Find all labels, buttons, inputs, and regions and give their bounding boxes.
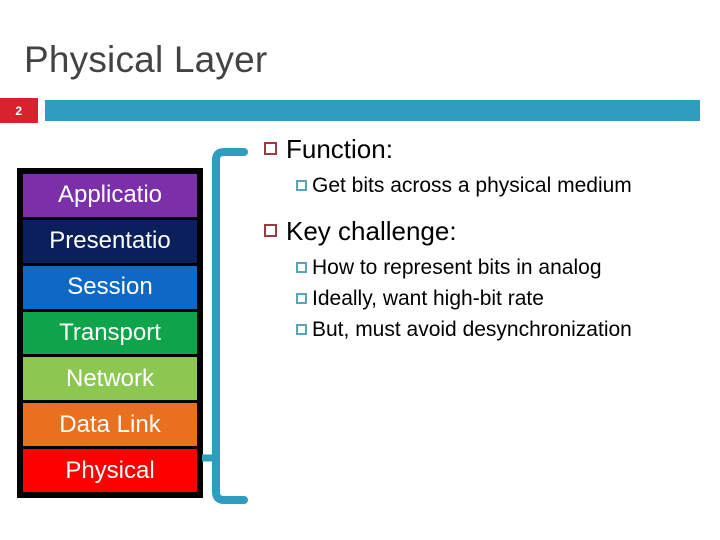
title-divider-rule [45,100,700,121]
osi-layer-label: Session [67,273,153,301]
bullet-level1-label: Key challenge: [286,216,457,246]
bullet-level2-label: How to represent bits in analog [312,256,602,279]
bullet-square-icon [296,262,307,273]
bullet-level1-key-challenge: Key challenge: [264,213,716,249]
osi-layer-label: Network [65,364,155,392]
content-group-spacer [264,202,716,213]
osi-layer-label: Presentatio [49,227,171,255]
bullet-square-icon [296,180,307,191]
bullet-level1-function: Function: [264,131,716,167]
osi-layer-label: Transport [59,319,161,346]
osi-layer-network: Network [23,357,197,401]
page-title: Physical Layer [24,39,268,80]
osi-layer-physical: Physical [23,449,197,493]
bullet-square-icon [296,293,307,304]
bullet-level2-label: But, must avoid desynchronization [312,318,632,341]
osi-layer-session: Session [23,265,197,309]
bullet-level2-item: But, must avoid desynchronization [296,315,716,345]
bullet-level2-item: Ideally, want high-bit rate [296,284,716,314]
bullet-level2-item: How to represent bits in analog [296,253,716,283]
bullet-level2-item: Get bits across a physical medium [296,171,716,201]
slide-body-content: Function: Get bits across a physical med… [264,131,716,346]
osi-layer-stack: Applicatio Presentatio Session Transport… [17,168,203,498]
bullet-square-icon [264,224,277,237]
bullet-level2-label: Ideally, want high-bit rate [312,287,544,310]
bullet-level2-label: Get bits across a physical medium [312,174,632,197]
osi-layer-data-link: Data Link [23,403,197,447]
bullet-square-icon [296,324,307,335]
slide-number-badge: 2 [0,98,38,123]
osi-layer-label: Physical [65,456,155,484]
osi-layer-application: Applicatio [23,174,197,217]
osi-layer-transport: Transport [23,311,197,355]
bullet-square-icon [264,142,277,155]
bracket-spine [212,148,248,504]
osi-layer-presentation: Presentatio [23,219,197,263]
osi-layer-label: Data Link [59,410,161,438]
osi-layer-label: Applicatio [57,181,163,209]
bullet-level1-label: Function: [286,134,393,164]
